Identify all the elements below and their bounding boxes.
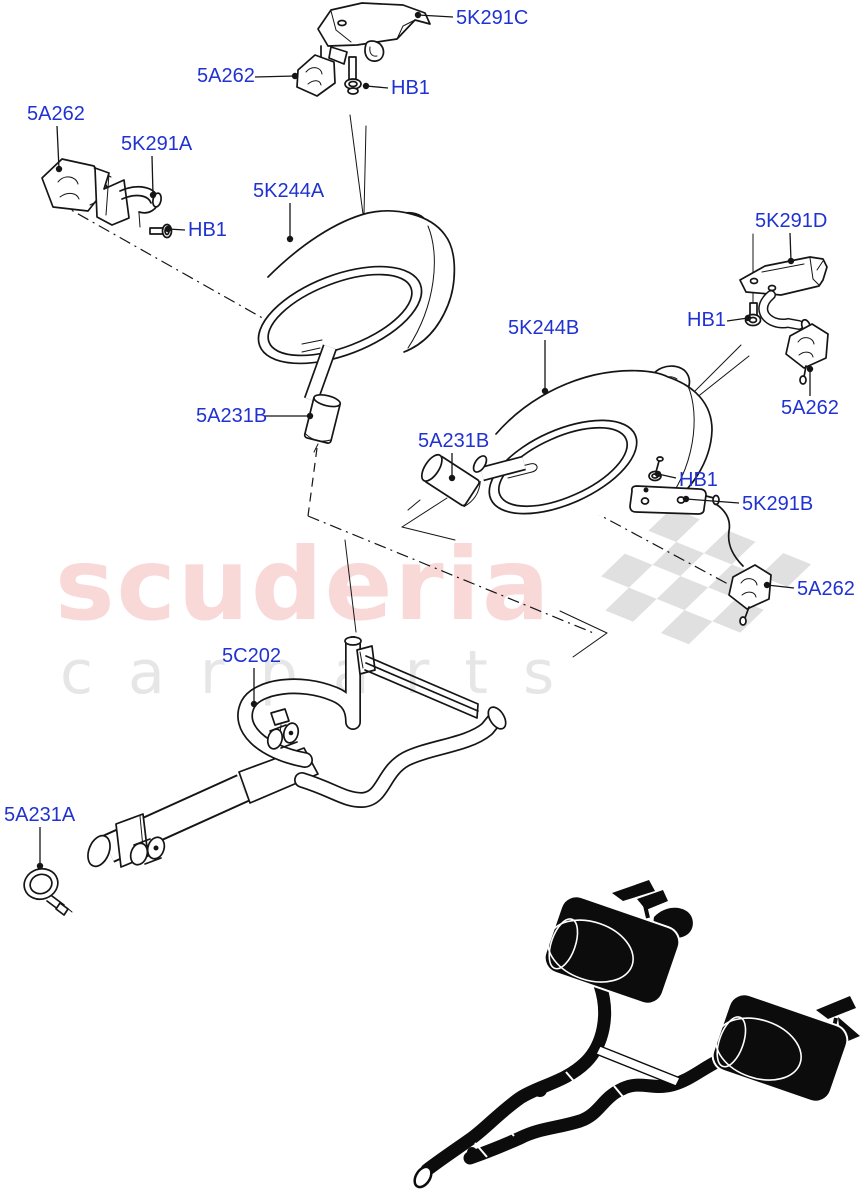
- mount-5a262-lower-drawing: [728, 564, 772, 626]
- muffler-5k244a-drawing: [257, 210, 456, 453]
- part-label-5a231b-left[interactable]: 5A231B: [196, 405, 268, 427]
- part-label-hb1-lower[interactable]: HB1: [679, 469, 718, 491]
- part-label-5k244a[interactable]: 5K244A: [253, 180, 325, 202]
- part-label-5c202[interactable]: 5C202: [222, 645, 281, 667]
- watermark-letters: c a r p a r t s: [60, 638, 563, 708]
- part-label-5a262-left[interactable]: 5A262: [27, 103, 85, 125]
- sleeve-5a231b-left-drawing: [303, 393, 342, 444]
- mount-5a262-right-drawing: [785, 323, 829, 385]
- bracket-5k291a-drawing: [94, 167, 163, 228]
- part-label-5a262-top[interactable]: 5A262: [197, 65, 255, 87]
- bolt-hb1-right-drawing: [744, 302, 762, 327]
- assembly-silhouette: [413, 880, 860, 1189]
- part-label-5k291d[interactable]: 5K291D: [755, 210, 828, 232]
- part-label-5a231a[interactable]: 5A231A: [4, 804, 76, 826]
- part-label-5k291a[interactable]: 5K291A: [121, 133, 193, 155]
- part-label-hb1-left[interactable]: HB1: [188, 219, 227, 241]
- part-label-5a262-lower[interactable]: 5A262: [797, 578, 855, 600]
- bracket-5k291b-drawing: [629, 485, 744, 567]
- part-label-5k291b[interactable]: 5K291B: [742, 493, 814, 515]
- leader-lines: [36, 11, 814, 870]
- bracket-5k291c-drawing: [317, 2, 431, 75]
- bolt-hb1-top-drawing: [344, 56, 362, 95]
- part-label-5a262-right[interactable]: 5A262: [781, 397, 839, 419]
- watermark-brand: scuderia: [55, 526, 552, 643]
- part-label-5k291c[interactable]: 5K291C: [456, 7, 529, 29]
- part-label-hb1-right[interactable]: HB1: [687, 309, 726, 331]
- part-label-5k244b[interactable]: 5K244B: [508, 317, 580, 339]
- part-label-5a231b-right[interactable]: 5A231B: [418, 430, 490, 452]
- part-label-hb1-top[interactable]: HB1: [391, 77, 430, 99]
- centre-pipe-5c202-drawing: [87, 636, 507, 868]
- bracket-5k291d-drawing: [739, 233, 828, 334]
- clamp-5a231a-drawing: [23, 867, 73, 916]
- mount-5a262-top-drawing: [296, 54, 336, 97]
